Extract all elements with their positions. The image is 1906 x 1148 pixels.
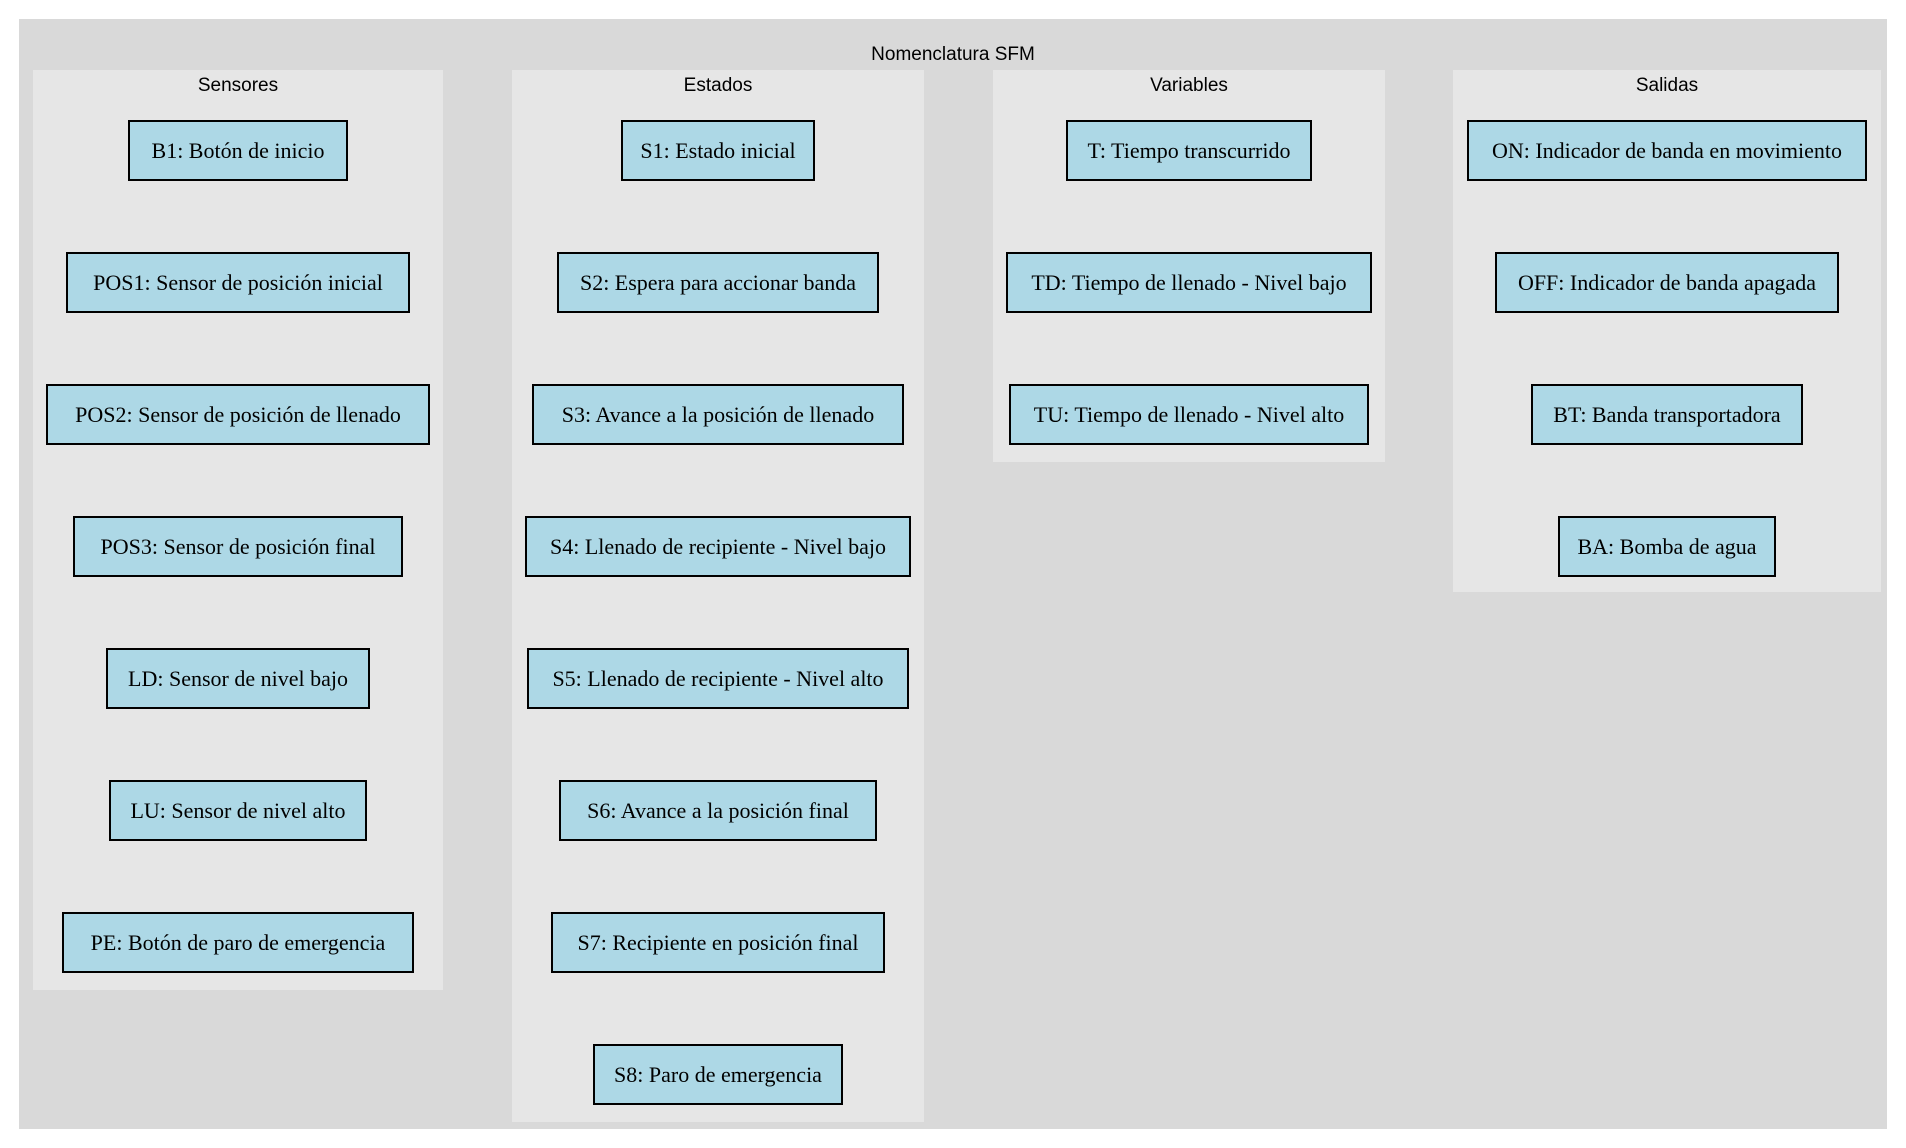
node-s3: S3: Avance a la posición de llenado	[532, 384, 904, 445]
node-td: TD: Tiempo de llenado - Nivel bajo	[1006, 252, 1372, 313]
node-bt: BT: Banda transportadora	[1531, 384, 1803, 445]
node-t: T: Tiempo transcurrido	[1066, 120, 1312, 181]
node-pos2: POS2: Sensor de posición de llenado	[46, 384, 430, 445]
node-s7: S7: Recipiente en posición final	[551, 912, 885, 973]
node-ba: BA: Bomba de agua	[1558, 516, 1776, 577]
node-tu: TU: Tiempo de llenado - Nivel alto	[1009, 384, 1369, 445]
diagram-title: Nomenclatura SFM	[871, 44, 1035, 65]
cluster-title-estados: Estados	[683, 75, 753, 96]
node-pe: PE: Botón de paro de emergencia	[62, 912, 414, 973]
node-s4: S4: Llenado de recipiente - Nivel bajo	[525, 516, 911, 577]
cluster-title-sensores: Sensores	[197, 75, 279, 96]
node-ld: LD: Sensor de nivel bajo	[106, 648, 370, 709]
node-s8: S8: Paro de emergencia	[593, 1044, 843, 1105]
node-pos1: POS1: Sensor de posición inicial	[66, 252, 410, 313]
node-on: ON: Indicador de banda en movimiento	[1467, 120, 1867, 181]
node-lu: LU: Sensor de nivel alto	[109, 780, 367, 841]
node-b1: B1: Botón de inicio	[128, 120, 348, 181]
node-s5: S5: Llenado de recipiente - Nivel alto	[527, 648, 909, 709]
node-pos3: POS3: Sensor de posición final	[73, 516, 403, 577]
node-s2: S2: Espera para accionar banda	[557, 252, 879, 313]
node-s6: S6: Avance a la posición final	[559, 780, 877, 841]
cluster-title-salidas: Salidas	[1635, 75, 1699, 96]
node-off: OFF: Indicador de banda apagada	[1495, 252, 1839, 313]
node-s1: S1: Estado inicial	[621, 120, 815, 181]
cluster-title-variables: Variables	[1150, 75, 1228, 96]
